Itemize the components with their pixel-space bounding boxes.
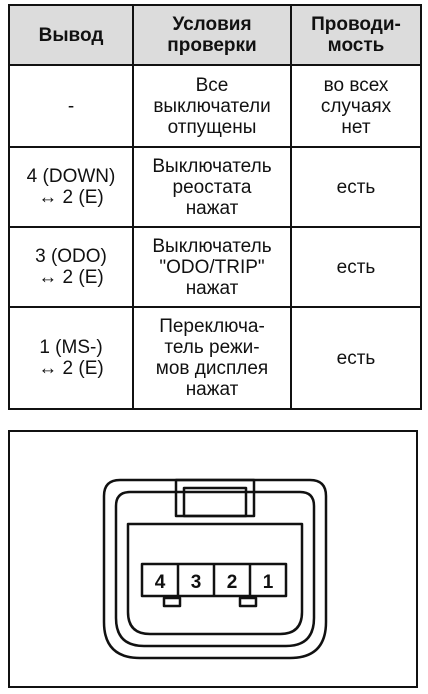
cell-continuity: во всех случаях нет [290, 64, 422, 148]
table-row: 3 (ODO) ↔ 2 (E) Выключатель "ODO/TRIP" н… [8, 226, 422, 308]
pin-label: 3 [191, 572, 202, 593]
cell-terminal: 1 (MS-) ↔ 2 (E) [8, 306, 134, 410]
table-row: - Все выключатели отпущены во всех случа… [8, 64, 422, 148]
cell-condition: Переключа- тель режи- мов дисплея нажат [132, 306, 292, 410]
connector-key-right [238, 596, 258, 608]
connector-cavity [126, 522, 304, 636]
cell-continuity: есть [290, 146, 422, 228]
cell-terminal: 3 (ODO) ↔ 2 (E) [8, 226, 134, 308]
connector-key-left [162, 596, 182, 608]
header-terminal: Вывод [8, 4, 134, 66]
cell-condition: Выключатель реостата нажат [132, 146, 292, 228]
table-row: 1 (MS-) ↔ 2 (E) Переключа- тель режи- мо… [8, 306, 422, 410]
connector-lock-tab [174, 478, 256, 518]
connector-outer-shell [102, 478, 328, 660]
table-row: 4 (DOWN) ↔ 2 (E) Выключатель реостата на… [8, 146, 422, 228]
cell-continuity: есть [290, 226, 422, 308]
pin-label: 1 [263, 572, 274, 593]
connector-inner-shell [114, 490, 316, 648]
connector-diagram: 4 3 2 1 [8, 430, 418, 688]
cell-terminal: 4 (DOWN) ↔ 2 (E) [8, 146, 134, 228]
connector-drawing: 4 3 2 1 [102, 478, 328, 660]
pin-label: 2 [227, 572, 238, 593]
cell-terminal: - [8, 64, 134, 148]
header-continuity: Проводи- мость [290, 4, 422, 66]
cell-continuity: есть [290, 306, 422, 410]
continuity-table: Вывод Условия проверки Проводи- мость - … [8, 4, 422, 410]
header-conditions: Условия проверки [132, 4, 292, 66]
table-header-row: Вывод Условия проверки Проводи- мость [8, 4, 422, 66]
pin-label: 4 [155, 572, 166, 593]
cell-condition: Все выключатели отпущены [132, 64, 292, 148]
cell-condition: Выключатель "ODO/TRIP" нажат [132, 226, 292, 308]
